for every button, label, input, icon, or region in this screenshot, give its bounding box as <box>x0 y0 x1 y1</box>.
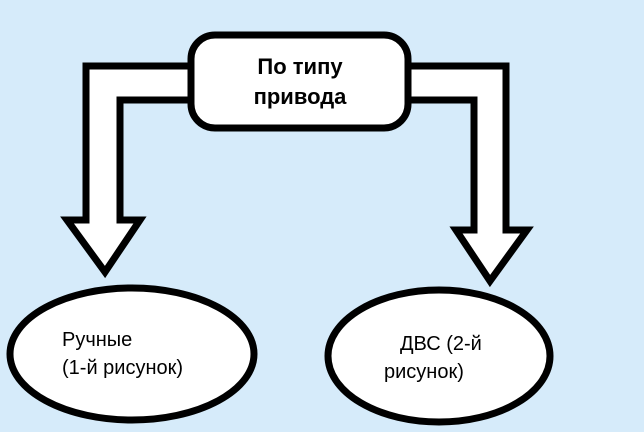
left-node-label-line1: Ручные <box>62 329 132 351</box>
root-node-box <box>187 31 412 132</box>
right-arrow <box>406 62 534 288</box>
left-arrow <box>60 62 193 279</box>
left-node-ellipse <box>6 284 258 424</box>
right-node-label-line2: рисунок) <box>384 361 464 383</box>
root-node-label-line2: привода <box>254 84 348 109</box>
right-node-label-line1: ДВС (2-й <box>400 333 482 355</box>
right-node-ellipse <box>324 286 554 426</box>
left-node-label-line2: (1-й рисунок) <box>62 357 183 379</box>
root-node-label-line1: По типу <box>257 54 343 79</box>
